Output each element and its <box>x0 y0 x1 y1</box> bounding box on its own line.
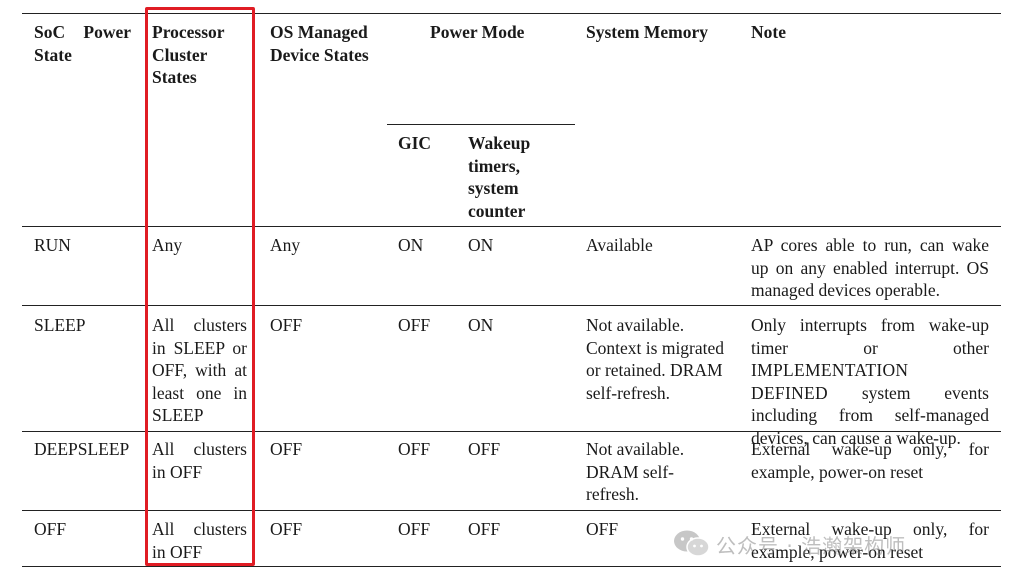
header-note: Note <box>751 22 786 42</box>
row-rule-2 <box>22 431 1001 432</box>
row-deepsleep-os-devices: OFF <box>270 439 303 459</box>
row-deepsleep-note: External wake-up only, for example, powe… <box>751 439 989 482</box>
row-off-memory: OFF <box>586 519 619 539</box>
row-sleep-note-part2: system events including from self-manage… <box>751 382 989 448</box>
processor-cluster-highlight-box <box>145 7 255 566</box>
row-run-gic: ON <box>398 235 424 255</box>
row-run-cluster: Any <box>152 235 183 255</box>
row-sleep-note-part1: Only interrupts from wake-up timer or ot… <box>751 315 989 358</box>
row-deepsleep-state: DEEPSLEEP <box>34 439 130 459</box>
power-mode-subrule <box>387 124 575 125</box>
row-sleep-note: Only interrupts from wake-up timer or ot… <box>751 314 989 450</box>
row-off-os-devices: OFF <box>270 519 303 539</box>
row-run-os-devices: Any <box>270 235 301 255</box>
row-run-note: AP cores able to run, can wake up on any… <box>751 235 989 301</box>
row-sleep-cluster: All clusters in SLEEP or OFF, with at le… <box>152 315 247 426</box>
row-off-gic: OFF <box>398 519 431 539</box>
row-sleep-gic: OFF <box>398 315 431 335</box>
table-bottom-rule <box>22 566 1001 567</box>
row-off-wakeup: OFF <box>468 519 501 539</box>
watermark-text: 公众号 · 浩瀚架构师 <box>716 534 907 558</box>
header-system-memory: System Memory <box>586 22 708 42</box>
row-run-memory: Available <box>586 235 653 255</box>
row-rule-3 <box>22 510 1001 511</box>
header-soc-power-state: SoC Power State <box>34 22 131 65</box>
row-sleep-wakeup: ON <box>468 315 494 335</box>
row-off-state: OFF <box>34 519 67 539</box>
wechat-icon <box>674 530 710 557</box>
row-deepsleep-wakeup: OFF <box>468 439 501 459</box>
header-bottom-rule <box>22 226 1001 227</box>
header-power-mode: Power Mode <box>430 22 525 42</box>
row-sleep-os-devices: OFF <box>270 315 303 335</box>
table-top-rule <box>22 13 1001 14</box>
header-os-managed-device-states: OS Managed Device States <box>270 22 369 65</box>
watermark: 公众号 · 浩瀚架构师 <box>672 526 992 560</box>
row-deepsleep-cluster: All clusters in OFF <box>152 439 247 482</box>
row-off-cluster: All clusters in OFF <box>152 519 247 562</box>
row-run-wakeup: ON <box>468 235 494 255</box>
row-deepsleep-gic: OFF <box>398 439 431 459</box>
row-sleep-memory: Not available. Context is migrated or re… <box>586 315 725 403</box>
header-processor-cluster-states: Processor Cluster States <box>152 22 225 88</box>
row-off-note: External wake-up only, for example, powe… <box>751 519 989 562</box>
row-sleep-note-implementation-defined: IMPLEMENTATION DEFINED <box>751 360 909 403</box>
row-sleep-state: SLEEP <box>34 315 86 335</box>
row-rule-1 <box>22 305 1001 306</box>
header-gic: GIC <box>398 133 432 153</box>
row-deepsleep-memory: Not available. DRAM self-refresh. <box>586 439 685 505</box>
header-wakeup-timers: Wakeup timers, system counter <box>468 133 531 221</box>
row-run-state: RUN <box>34 235 71 255</box>
